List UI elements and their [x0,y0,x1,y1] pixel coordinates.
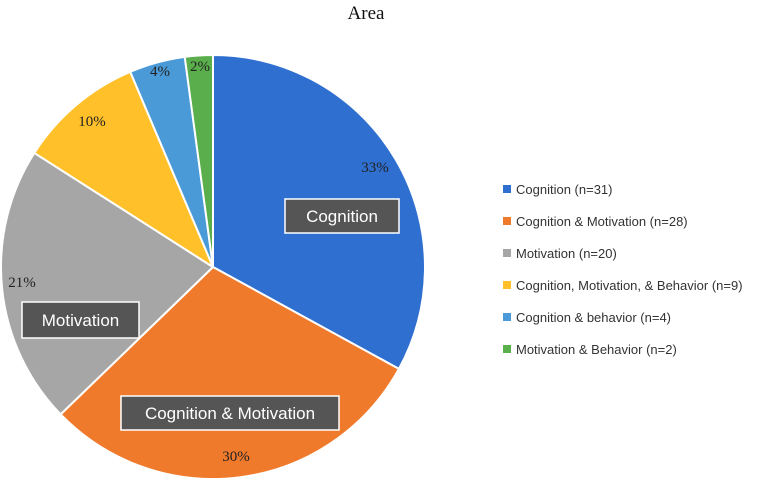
legend-label: Cognition & behavior (n=4) [516,310,671,325]
callout-box [21,301,140,339]
callout-motivation: Motivation [21,301,140,339]
legend-swatch [503,217,511,225]
chart-title: Area [348,3,385,24]
callout-cognition: Cognition [284,198,400,234]
legend-item-cognition-behavior: Cognition & behavior (n=4) [503,310,671,325]
legend-item-cognition-motivation: Cognition & Motivation (n=28) [503,214,688,229]
pie-slice-motivation [0,151,215,416]
percent-labels: 33% 30% 21% 10% 4% 2% [8,59,389,465]
callout-box [284,198,400,234]
legend-label: Cognition & Motivation (n=28) [516,214,688,229]
legend-label: Cognition, Motivation, & Behavior (n=9) [516,278,743,293]
legend-label: Motivation (n=20) [516,246,617,261]
percent-label-cognition-behavior: 4% [150,64,170,80]
legend-swatch [503,281,511,289]
pie-slice-cognition-motivation-behavior [32,70,216,270]
pie-slice-motivation-behavior [183,53,214,268]
callout-cognition-motivation: Cognition & Motivation [120,395,340,431]
percent-label-cognition-motivation-behavior: 10% [78,114,106,130]
legend-item-cognition: Cognition (n=31) [503,182,612,197]
legend-item-cognition-motivation-behavior: Cognition, Motivation, & Behavior (n=9) [503,278,743,293]
legend-item-motivation-behavior: Motivation & Behavior (n=2) [503,342,677,357]
legend-swatch [503,249,511,257]
callout-label: Motivation [42,311,119,330]
legend-label: Motivation & Behavior (n=2) [516,342,677,357]
legend-item-motivation: Motivation (n=20) [503,246,617,261]
legend-swatch [503,185,511,193]
legend-swatch [503,345,511,353]
percent-label-cognition: 33% [361,160,389,176]
percent-label-motivation: 21% [8,275,36,291]
percent-label-cognition-motivation: 30% [222,449,250,465]
callout-label: Cognition & Motivation [145,404,315,423]
legend: Cognition (n=31) Cognition & Motivation (… [503,182,743,357]
legend-label: Cognition (n=31) [516,182,612,197]
callout-box [120,395,340,431]
legend-swatch [503,313,511,321]
percent-label-motivation-behavior: 2% [190,59,210,75]
callout-label: Cognition [306,207,378,226]
